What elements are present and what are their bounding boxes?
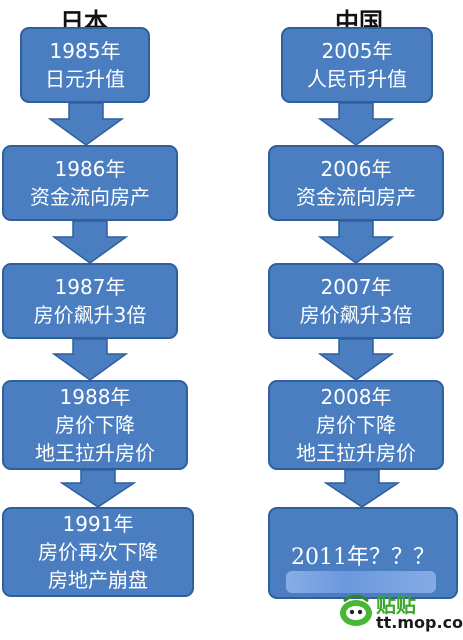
china-step-2011-question: 2011年？？？ (268, 507, 458, 599)
down-arrow-icon (52, 221, 128, 263)
china-step-2006: 2006年 资金流向房产 (268, 145, 444, 221)
down-arrow-icon (318, 103, 394, 145)
down-arrow-icon (48, 103, 124, 145)
down-arrow-icon (324, 470, 400, 507)
step-line: 房价下降 (316, 413, 396, 437)
china-step-2007: 2007年 房价飙升3倍 (268, 263, 444, 339)
down-arrow-icon (318, 221, 394, 263)
step-line: 1991年 (62, 512, 134, 536)
watermark: 贴贴 tt.mop.com (338, 589, 463, 637)
step-line: 房价飙升3倍 (299, 303, 413, 327)
step-line: 日元升值 (45, 67, 125, 91)
china-step-2008: 2008年 房价下降 地王拉升房价 (268, 380, 444, 470)
step-line: 地王拉升房价 (296, 441, 416, 465)
step-line: 2007年 (320, 275, 392, 299)
step-line: 1988年 (59, 385, 131, 409)
china-step-2005: 2005年 人民币升值 (281, 27, 433, 103)
watermark-site: tt.mop.com (376, 613, 463, 632)
step-line: 地王拉升房价 (35, 441, 155, 465)
down-arrow-icon (318, 339, 394, 380)
question-text: 2011年？？？ (291, 545, 435, 570)
step-line: 1987年 (54, 275, 126, 299)
step-line: 房价下降 (55, 413, 135, 437)
watermark-brand: 贴贴 (376, 593, 416, 617)
blurred-highlight (286, 571, 436, 593)
step-line: 2008年 (320, 385, 392, 409)
watermark-logo-icon (340, 594, 372, 626)
step-line: 人民币升值 (307, 67, 407, 91)
step-line: 房地产崩盘 (48, 568, 148, 592)
step-line: 1986年 (54, 157, 126, 181)
down-arrow-icon (60, 470, 136, 507)
down-arrow-icon (52, 339, 128, 380)
step-line: 房价飙升3倍 (33, 303, 147, 327)
japan-step-1988: 1988年 房价下降 地王拉升房价 (2, 380, 188, 470)
step-line: 2005年 (321, 39, 393, 63)
japan-step-1987: 1987年 房价飙升3倍 (2, 263, 178, 339)
step-line: 2006年 (320, 157, 392, 181)
step-line: 资金流向房产 (30, 185, 150, 209)
step-line: 资金流向房产 (296, 185, 416, 209)
japan-step-1985: 1985年 日元升值 (20, 27, 150, 103)
japan-step-1986: 1986年 资金流向房产 (2, 145, 178, 221)
step-line: 房价再次下降 (38, 540, 158, 564)
japan-step-1991: 1991年 房价再次下降 房地产崩盘 (2, 507, 194, 597)
step-line: 1985年 (49, 39, 121, 63)
